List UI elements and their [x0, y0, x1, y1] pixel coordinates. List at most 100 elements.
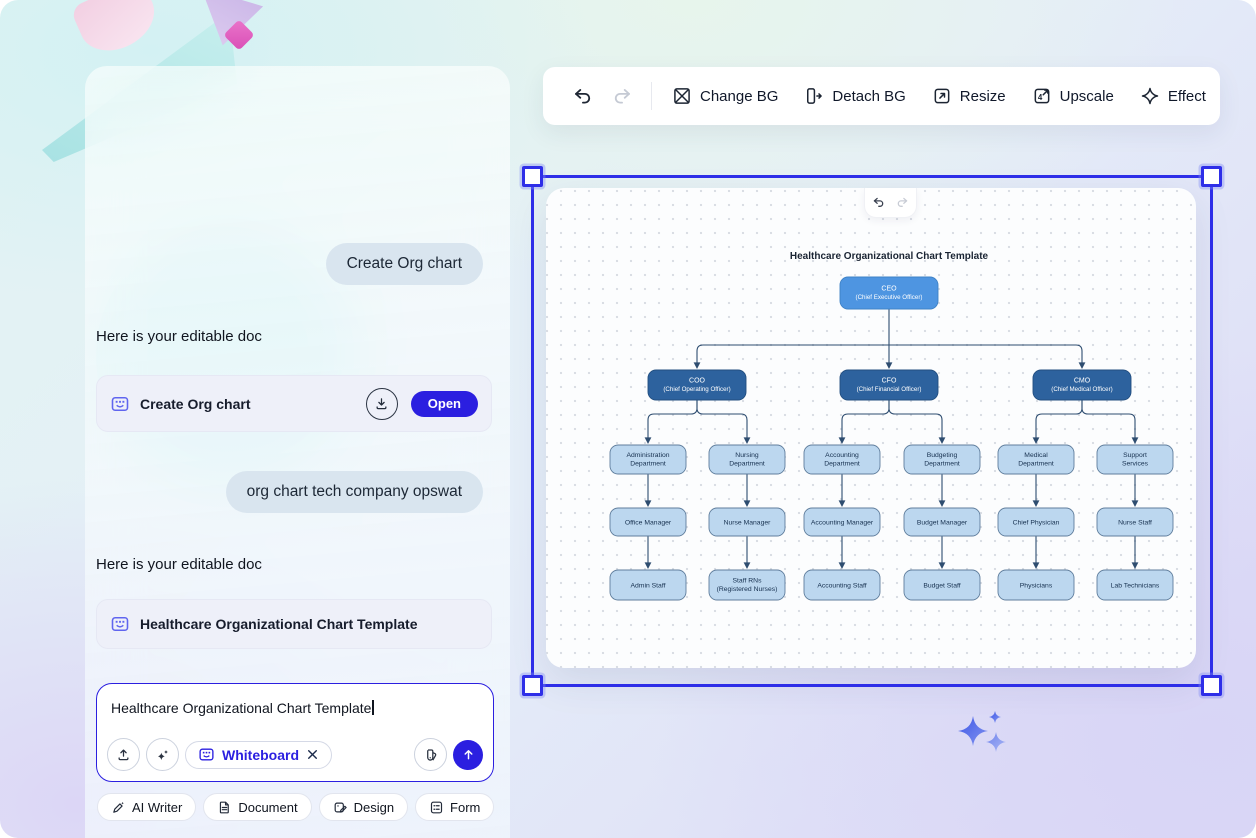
org-node-staff[interactable] [803, 569, 881, 601]
style-palette-button[interactable] [414, 738, 447, 771]
selection-handle-top-right[interactable] [1201, 166, 1222, 187]
upscale-button[interactable]: 4 Upscale [1032, 86, 1114, 106]
org-node-department[interactable] [803, 444, 881, 475]
pink-shape-decoration [69, 0, 165, 62]
org-node-label: Accounting Staff [817, 582, 866, 589]
org-node-manager[interactable] [997, 507, 1075, 537]
assistant-message: Here is your editable doc [96, 556, 262, 573]
quick-action-label: Document [238, 799, 298, 815]
org-node-manager[interactable] [708, 507, 786, 537]
whiteboard-icon [199, 748, 214, 761]
org-node-department[interactable] [1096, 444, 1174, 475]
org-node-manager[interactable] [803, 507, 881, 537]
org-node-label: CEO [881, 286, 897, 293]
selection-handle-bottom-left[interactable] [522, 675, 543, 696]
org-node-label: Nurse Staff [1118, 519, 1152, 526]
org-node-cmo[interactable] [1032, 369, 1132, 401]
close-icon[interactable] [306, 748, 319, 761]
doc-card-healthcare-template[interactable]: Healthcare Organizational Chart Template [96, 599, 492, 649]
org-node-label: Accounting Manager [811, 519, 874, 526]
org-node-label: (Chief Executive Officer) [856, 294, 923, 301]
design-button[interactable]: Design [318, 793, 409, 821]
redo-button[interactable] [895, 195, 911, 211]
sparkles-decoration [958, 711, 1006, 752]
org-node-label: Department [824, 460, 860, 467]
undo-button[interactable] [569, 83, 595, 109]
image-off-icon [674, 88, 690, 104]
selection-handle-bottom-right[interactable] [1201, 675, 1222, 696]
org-node-label: (Chief Medical Officer) [1051, 386, 1112, 393]
resize-button[interactable]: Resize [932, 86, 1006, 106]
selection-box[interactable] [522, 166, 1222, 696]
upscale-4-icon: 4 [1034, 88, 1050, 104]
whiteboard-attachment-chip[interactable]: Whiteboard [185, 740, 332, 769]
user-message-bubble: Create Org chart [325, 243, 483, 285]
quick-actions: AI Writer Document Design [97, 793, 495, 821]
org-node-label: Medical [1024, 452, 1048, 459]
org-node-label: Physicians [1020, 582, 1053, 589]
effect-button[interactable]: Effect [1140, 86, 1206, 106]
org-node-label: Nursing [735, 452, 759, 459]
org-node-label: Department [1018, 460, 1054, 467]
undo-icon [873, 197, 884, 207]
org-node-label: (Registered Nurses) [717, 586, 778, 593]
download-button[interactable] [365, 387, 398, 420]
org-node-label: (Chief Operating Officer) [663, 386, 730, 393]
org-node-label: Staff RNs [733, 577, 763, 584]
upload-button[interactable] [107, 738, 140, 771]
org-node-label: Support [1123, 452, 1147, 459]
change-bg-button[interactable]: Change BG [672, 86, 778, 106]
toolbar-button-label: Upscale [1059, 87, 1114, 105]
user-message-bubble: org chart tech company opswat [225, 471, 483, 513]
org-node-staff[interactable] [708, 569, 786, 601]
org-node-department[interactable] [997, 444, 1075, 475]
org-node-staff[interactable] [903, 569, 981, 601]
org-node-department[interactable] [708, 444, 786, 475]
org-node-staff[interactable] [997, 569, 1075, 601]
org-node-manager[interactable] [1096, 507, 1174, 537]
composer: Healthcare Organizational Chart Template [96, 683, 494, 782]
org-node-label: Budget Manager [917, 519, 968, 526]
org-node-label: Office Manager [625, 519, 672, 526]
doc-card-create-org-chart[interactable]: Create Org chart Open [96, 375, 492, 432]
undo-button[interactable] [871, 195, 887, 211]
assistant-message: Here is your editable doc [96, 328, 262, 345]
org-node-staff[interactable] [609, 569, 687, 601]
doc-card-title: Create Org chart [140, 395, 251, 412]
form-button[interactable]: Form [415, 793, 495, 821]
org-node-label: Admin Staff [630, 582, 665, 589]
org-node-label: Accounting [825, 452, 859, 459]
palette-icon [426, 748, 436, 761]
org-node-coo[interactable] [647, 369, 747, 401]
selection-handle-top-left[interactable] [522, 166, 543, 187]
org-node-label: CMO [1074, 378, 1091, 385]
org-node-department[interactable] [609, 444, 687, 475]
ai-sparkles-button[interactable] [146, 738, 179, 771]
org-node-label: COO [689, 378, 706, 385]
org-node-label: (Chief Financial Officer) [857, 386, 922, 393]
org-node-manager[interactable] [903, 507, 981, 537]
chip-label: Whiteboard [222, 746, 299, 763]
org-node-ceo[interactable] [839, 276, 939, 310]
detach-bg-button[interactable]: Detach BG [804, 86, 906, 106]
composer-input[interactable]: Healthcare Organizational Chart Template [111, 700, 479, 716]
undo-icon [574, 88, 590, 104]
doc-card-title: Healthcare Organizational Chart Template [140, 616, 418, 632]
org-node-department[interactable] [903, 444, 981, 475]
org-node-label: Lab Technicians [1111, 582, 1160, 589]
org-node-label: Chief Physician [1013, 519, 1060, 526]
open-button[interactable]: Open [410, 390, 478, 417]
org-node-staff[interactable] [1096, 569, 1174, 601]
redo-button[interactable] [609, 83, 635, 109]
send-arrow-icon [464, 750, 472, 760]
redo-icon [897, 197, 908, 207]
quick-action-label: Form [450, 799, 481, 815]
whiteboard-canvas[interactable]: Healthcare Organizational Chart Template… [546, 188, 1196, 668]
org-node-manager[interactable] [609, 507, 687, 537]
send-button[interactable] [453, 739, 483, 770]
org-node-cfo[interactable] [839, 369, 939, 401]
ai-writer-button[interactable]: AI Writer [97, 793, 197, 821]
design-icon [334, 802, 347, 813]
document-button[interactable]: Document [203, 793, 312, 821]
image-toolbar: Change BG Detach BG Resize 4 Upscale [543, 67, 1220, 125]
